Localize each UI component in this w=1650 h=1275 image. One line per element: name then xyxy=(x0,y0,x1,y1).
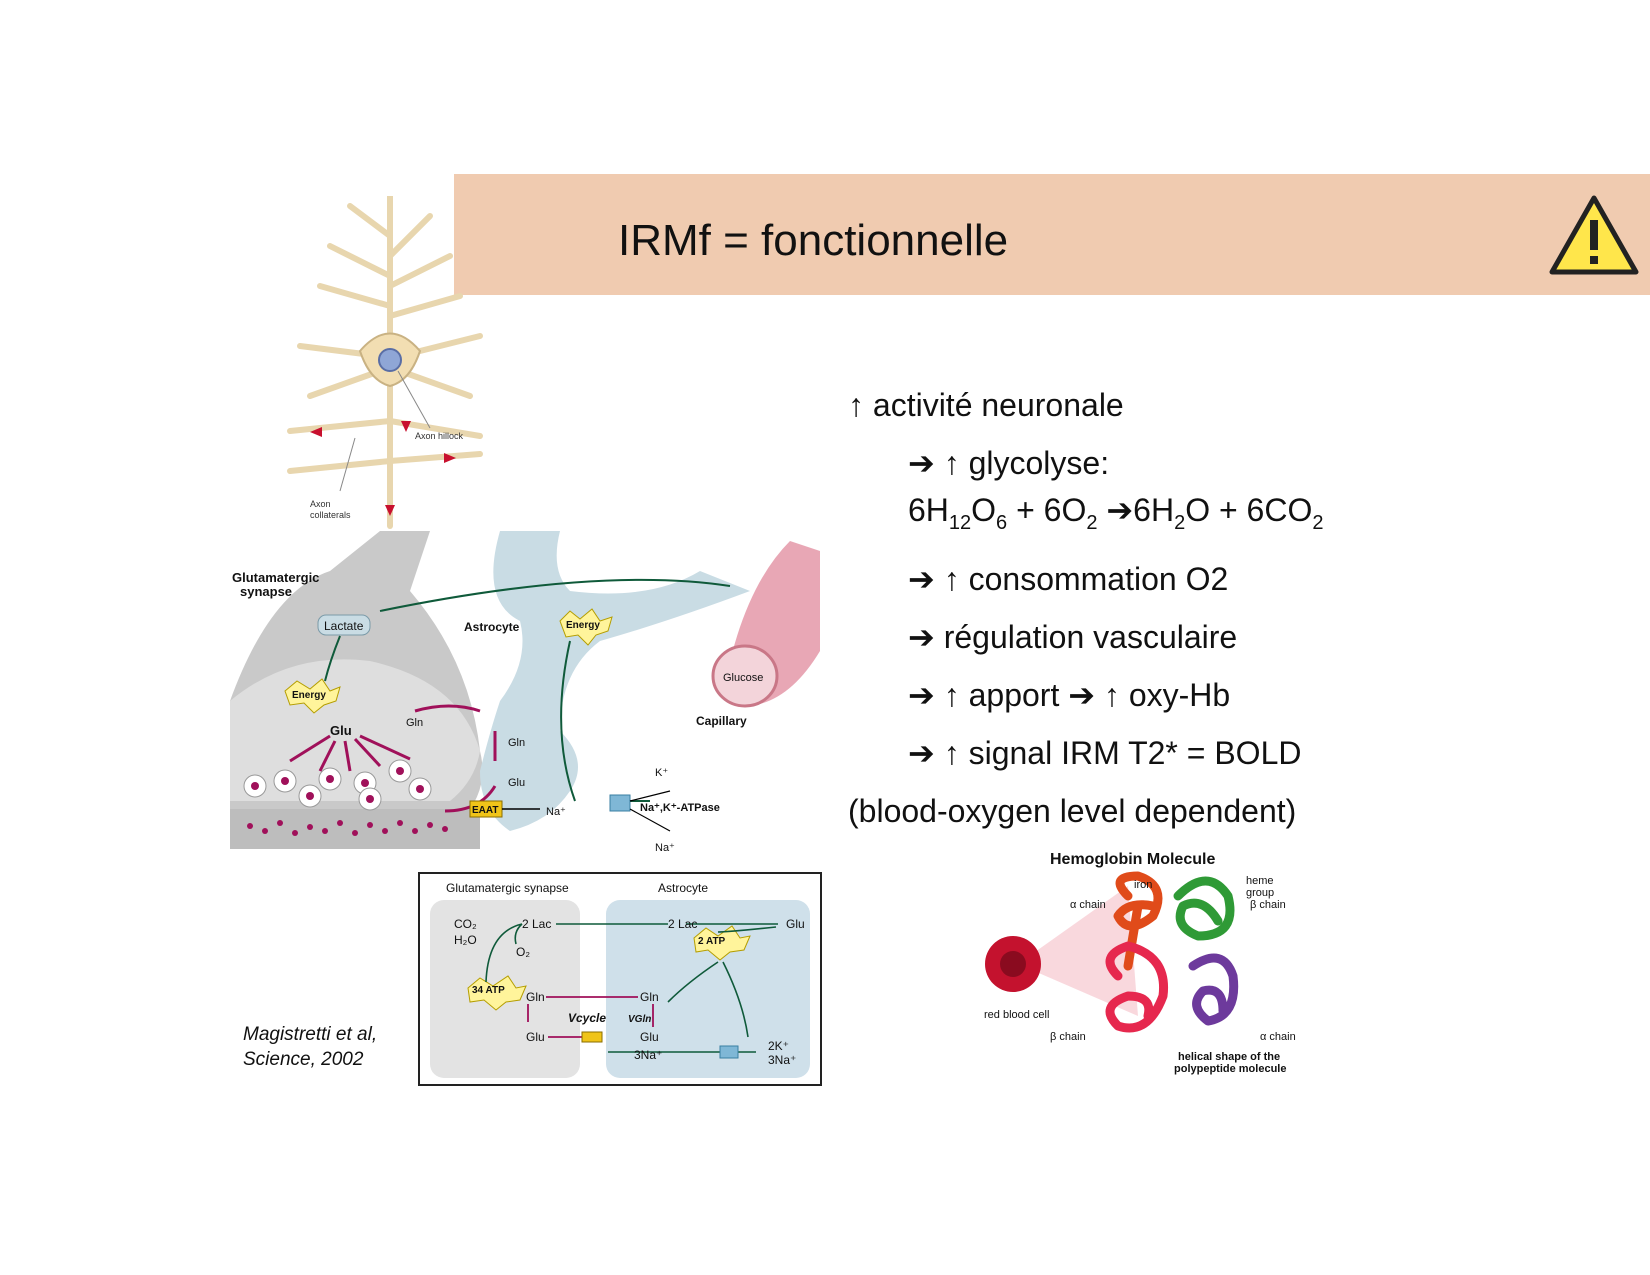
label-pump: Na⁺,K⁺-ATPase xyxy=(640,802,720,814)
label-gln-1: Gln xyxy=(406,717,423,729)
bullet-vascular-regulation: ➔ régulation vasculaire xyxy=(908,619,1238,655)
label-energy-neuron: Energy xyxy=(292,690,326,701)
label-o2: O₂ xyxy=(516,945,530,959)
label-vgln: VGln xyxy=(628,1014,651,1025)
label-glucose: Glucose xyxy=(723,672,763,684)
bullet-oxy-hb: ➔ ↑ apport ➔ ↑ oxy-Hb xyxy=(908,677,1231,713)
label-3na-b: 3Na⁺ xyxy=(768,1053,796,1067)
label-na-out: Na⁺ xyxy=(655,842,675,854)
label-34atp: 34 ATP xyxy=(472,985,505,996)
label-axon-hillock: Axon hillock xyxy=(415,431,464,441)
label-glutamatergic: Glutamatergic xyxy=(232,570,319,585)
label-synapse: synapse xyxy=(240,584,292,599)
bullet-bold-signal: ➔ ↑ signal IRM T2* = BOLD xyxy=(908,735,1302,771)
label-gln-right: Gln xyxy=(640,990,659,1004)
label-gln-left: Gln xyxy=(526,990,545,1004)
label-lactate: Lactate xyxy=(324,619,364,633)
label-co2: CO₂ xyxy=(454,917,477,931)
label-h2o: H₂O xyxy=(454,933,477,947)
synapse-astrocyte-figure: Glutamatergic synapse Lactate Astrocyte … xyxy=(230,531,820,854)
slide-title: IRMf = fonctionnelle xyxy=(618,216,1009,265)
label-axon: Axon xyxy=(310,499,331,509)
label-heme: heme xyxy=(1246,875,1274,887)
label-hemoglobin-title: Hemoglobin Molecule xyxy=(1050,851,1215,868)
label-alpha-top: α chain xyxy=(1070,899,1106,911)
title-band xyxy=(454,174,1650,295)
label-2atp: 2 ATP xyxy=(698,936,726,947)
hemoglobin-figure: Hemoglobin Molecule iron heme group α ch… xyxy=(984,851,1296,1075)
label-helical-1: helical shape of the xyxy=(1178,1051,1280,1063)
label-helical-2: polypeptide molecule xyxy=(1174,1063,1286,1075)
label-gln-2: Gln xyxy=(508,737,525,749)
label-inset-synapse: Glutamatergic synapse xyxy=(446,881,569,895)
label-iron: iron xyxy=(1134,879,1152,891)
label-glu-right: Glu xyxy=(786,917,805,931)
label-inset-astrocyte: Astrocyte xyxy=(658,881,708,895)
warning-triangle-icon xyxy=(1549,195,1639,275)
label-collaterals: collaterals xyxy=(310,510,351,520)
metabolic-inset-figure: Glutamatergic synapse Astrocyte CO₂ H₂O … xyxy=(418,872,822,1086)
neuron-figure: Axon hillock Axon collaterals xyxy=(287,196,483,529)
label-lac-right: 2 Lac xyxy=(668,917,697,931)
glycolysis-formula: 6H12O6 + 6O2 ➔6H2O + 6CO2 xyxy=(908,492,1324,534)
bullet-bold-definition: (blood-oxygen level dependent) xyxy=(848,793,1297,829)
bullet-o2-consumption: ➔ ↑ consommation O2 xyxy=(908,561,1229,597)
label-na-in: Na⁺ xyxy=(546,806,566,818)
label-beta-bottom: β chain xyxy=(1050,1031,1086,1043)
label-capillary: Capillary xyxy=(696,714,747,728)
label-2k: 2K⁺ xyxy=(768,1039,789,1053)
label-glu-neuron: Glu xyxy=(330,723,352,738)
label-alpha-bottom: α chain xyxy=(1260,1031,1296,1043)
label-red-blood-cell: red blood cell xyxy=(984,1009,1049,1021)
bullet-glycolysis: ➔ ↑ glycolyse: xyxy=(908,445,1110,481)
label-vcycle: Vcycle xyxy=(568,1011,606,1025)
label-k: K⁺ xyxy=(655,767,668,779)
label-3na: 3Na⁺ xyxy=(634,1048,662,1062)
label-glu-astro: Glu xyxy=(508,777,525,789)
label-eaat: EAAT xyxy=(472,805,498,816)
label-glu-mid: Glu xyxy=(640,1030,659,1044)
bullet-activity: ↑ activité neuronale xyxy=(848,387,1124,423)
citation: Magistretti et al, Science, 2002 xyxy=(243,1024,378,1070)
label-lac-left: 2 Lac xyxy=(522,917,551,931)
label-astrocyte: Astrocyte xyxy=(464,620,520,634)
label-glu-left: Glu xyxy=(526,1030,545,1044)
label-beta-top: β chain xyxy=(1250,899,1286,911)
label-energy-astro: Energy xyxy=(566,620,600,631)
label-group: group xyxy=(1246,887,1274,899)
